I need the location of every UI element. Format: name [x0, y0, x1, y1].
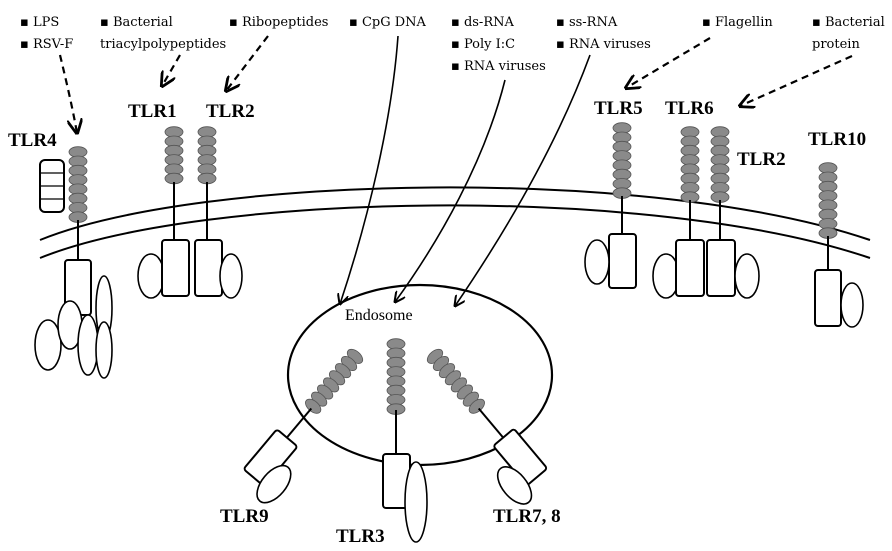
- label-tlr78: TLR7, 8: [493, 506, 561, 527]
- label-tlr2-right: TLR2: [737, 149, 786, 170]
- arrow-flagellin-to-tlr5: [626, 37, 711, 88]
- ligand-flagellin: ▪ Flagellin: [702, 15, 773, 30]
- ligand-ds-rna: ▪ ds-RNA ▪ Poly I:C ▪ RNA viruses: [451, 15, 546, 74]
- adaptor-protein: [219, 253, 243, 299]
- adaptor-protein: [404, 461, 428, 543]
- ligand-line: ▪ RNA viruses: [556, 37, 651, 52]
- label-tlr3: TLR3: [336, 526, 385, 547]
- ligand-line: ▪ Flagellin: [702, 15, 773, 30]
- receptor-tlr7-8: [426, 348, 548, 505]
- tir-domain: [675, 239, 705, 297]
- tir-domain: [814, 269, 842, 327]
- ligand-bacterial-triacylpolypeptides: ▪ Bacterial triacylpolypeptides: [100, 15, 226, 52]
- adaptor-protein: [840, 282, 864, 328]
- tlr78-body: [426, 348, 548, 505]
- ligand-lps: ▪ LPS ▪ RSV-F: [20, 15, 73, 52]
- arrow-ribopeptides-to-tlr2: [226, 35, 269, 91]
- arrow-ssrna-to-endosome: [455, 54, 591, 306]
- receptors-layer: [34, 122, 864, 543]
- adaptor-protein: [95, 321, 113, 379]
- ligand-line: ▪ ds-RNA: [451, 15, 514, 30]
- arrow-bacterial-protein-to-tlr6: [740, 54, 853, 106]
- label-tlr10: TLR10: [808, 129, 866, 150]
- adaptor-protein: [734, 253, 760, 299]
- arrow-lps-to-tlr4: [58, 54, 77, 133]
- adaptor-protein: [496, 466, 533, 505]
- label-tlr4: TLR4: [8, 130, 57, 151]
- receptor-tlr9: [243, 348, 364, 504]
- membrane-outer-line: [39, 186, 871, 241]
- receptor-tlr5: [584, 122, 637, 289]
- ligand-line: ▪ Bacterial: [100, 15, 173, 30]
- ligand-line: ▪ Poly I:C: [451, 37, 515, 52]
- adaptor-protein: [137, 253, 165, 299]
- transmembrane-stem: [477, 407, 506, 440]
- ligand-cpg-dna: ▪ CpG DNA: [349, 15, 427, 30]
- label-tlr2-left: TLR2: [206, 101, 255, 122]
- tlr9-body: [243, 348, 364, 504]
- receptor-tlr10: [814, 162, 864, 328]
- receptor-tlr4: [34, 146, 113, 379]
- endosome-label: Endosome: [345, 307, 413, 324]
- adaptor-protein: [584, 239, 610, 285]
- receptor-tlr1-tlr2: [137, 126, 243, 299]
- adaptor-protein: [77, 314, 99, 376]
- ligand-line: ▪ Ribopeptides: [229, 15, 328, 30]
- label-tlr5: TLR5: [594, 98, 643, 119]
- ligand-line: ▪ ss-RNA: [556, 15, 618, 30]
- tir-domain: [493, 428, 548, 486]
- transmembrane-stem: [284, 407, 313, 440]
- arrow-dsrna-to-endosome: [395, 79, 506, 302]
- ligand-line: ▪ RSV-F: [20, 37, 73, 52]
- arrow-triacyl-to-tlr1: [162, 54, 181, 86]
- ligand-line: triacylpolypeptides: [100, 37, 226, 52]
- ligand-line: ▪ LPS: [20, 15, 59, 30]
- ligand-ss-rna: ▪ ss-RNA ▪ RNA viruses: [556, 15, 651, 52]
- tir-domain: [608, 233, 637, 289]
- tir-domain: [706, 239, 736, 297]
- ligand-line: ▪ RNA viruses: [451, 59, 546, 74]
- ligand-bacterial-protein: ▪ Bacterial protein: [812, 15, 885, 52]
- arrow-cpg-to-endosome: [340, 35, 399, 304]
- ligand-line: ▪ Bacterial: [812, 15, 885, 30]
- tir-domain: [194, 239, 223, 297]
- tir-domain: [161, 239, 190, 297]
- label-tlr9: TLR9: [220, 506, 269, 527]
- label-tlr1: TLR1: [128, 101, 177, 122]
- ligand-line: ▪ CpG DNA: [349, 15, 427, 30]
- label-tlr6: TLR6: [665, 98, 714, 119]
- ligand-ribopeptides: ▪ Ribopeptides: [229, 15, 328, 30]
- adaptor-protein: [34, 319, 62, 371]
- ligand-line: protein: [812, 37, 860, 52]
- receptor-tlr6-tlr2: [652, 126, 760, 299]
- receptor-tlr3: [382, 338, 428, 543]
- membrane-inner-line: [39, 204, 871, 259]
- adaptor-protein: [256, 464, 292, 504]
